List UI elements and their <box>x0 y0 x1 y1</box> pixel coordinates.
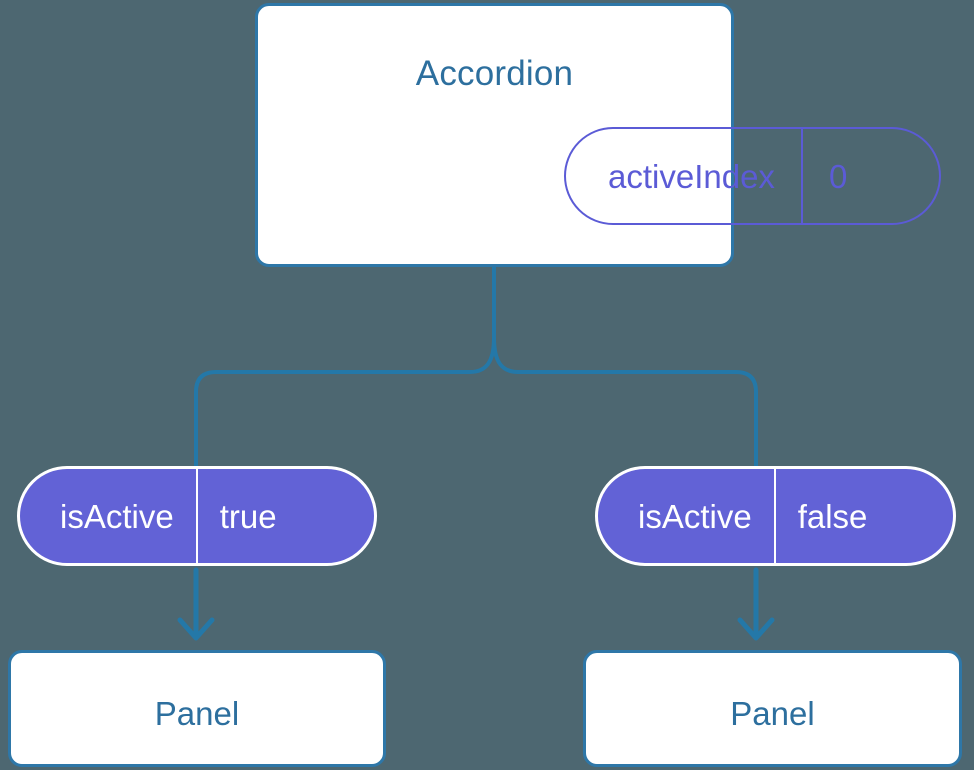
prop-value-label: 0 <box>800 129 889 223</box>
prop-pill-is-active-true[interactable]: isActive true <box>17 466 377 566</box>
accordion-component-card[interactable]: Accordion activeIndex 0 <box>255 3 941 267</box>
prop-key-label: activeIndex <box>608 157 775 195</box>
prop-key-label: isActive <box>638 497 752 535</box>
arrow-down-left <box>177 567 215 641</box>
connector-branch-left <box>194 336 496 468</box>
arrow-down-right <box>737 567 775 641</box>
connector-branch-right <box>492 336 758 468</box>
prop-pill-active-index[interactable]: activeIndex 0 <box>564 127 941 225</box>
panel-component-card-right[interactable]: Panel <box>583 650 962 767</box>
panel-title: Panel <box>730 695 815 732</box>
accordion-title: Accordion <box>415 54 574 93</box>
prop-key-label: isActive <box>60 497 174 535</box>
prop-value-label: false <box>773 469 908 563</box>
panel-component-card-left[interactable]: Panel <box>8 650 386 767</box>
panel-title: Panel <box>154 695 240 732</box>
prop-pill-is-active-false[interactable]: isActive false <box>595 466 956 566</box>
prop-value-label: true <box>195 469 317 563</box>
